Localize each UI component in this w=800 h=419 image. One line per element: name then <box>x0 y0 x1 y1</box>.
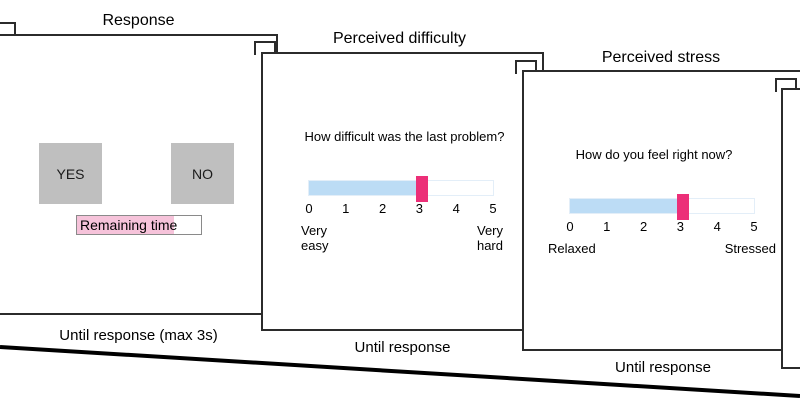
panel-connector-notch-0 <box>0 22 16 36</box>
difficulty-tick-4: 4 <box>452 201 460 216</box>
difficulty-tick-2: 2 <box>378 201 387 216</box>
panel-caption-perceived-difficulty: Until response <box>354 339 451 356</box>
stress-tick-5: 5 <box>750 219 758 234</box>
difficulty-slider-track[interactable] <box>308 176 494 202</box>
difficulty-question: How difficult was the last problem? <box>304 129 505 144</box>
stress-slider-track[interactable] <box>569 194 755 220</box>
difficulty-anchor-high: Very hard <box>476 223 503 253</box>
choice-button-no[interactable]: NO <box>171 143 234 204</box>
stress-tick-row: 0 1 2 3 4 5 <box>563 220 761 233</box>
stress-slider-thumb[interactable] <box>676 194 689 220</box>
panel-perceived-difficulty: How difficult was the last problem? 0 1 … <box>261 52 544 331</box>
panel-caption-perceived-stress: Until response <box>615 359 711 376</box>
panel-title-response: Response <box>102 12 175 29</box>
remaining-time-label: Remaining time <box>80 217 178 233</box>
difficulty-tick-1: 1 <box>342 201 350 216</box>
difficulty-tick-5: 5 <box>489 201 497 216</box>
stress-tick-2: 2 <box>639 219 648 234</box>
panel-response: YES NO Remaining time <box>0 34 278 315</box>
stress-tick-1: 1 <box>603 219 611 234</box>
stress-tick-4: 4 <box>713 219 721 234</box>
stress-anchor-high: Stressed <box>724 241 776 256</box>
panel-next-trial-cropped <box>781 88 800 369</box>
choice-button-yes[interactable]: YES <box>39 143 102 204</box>
stress-slider-fill <box>570 199 681 213</box>
stress-tick-0: 0 <box>566 219 574 234</box>
panel-perceived-stress: How do you feel right now? 0 1 2 3 4 5 R… <box>522 70 800 351</box>
difficulty-tick-row: 0 1 2 3 4 5 <box>302 202 500 215</box>
difficulty-slider-thumb[interactable] <box>415 176 428 202</box>
difficulty-tick-0: 0 <box>305 201 313 216</box>
stress-anchor-low: Relaxed <box>548 241 596 256</box>
panel-title-perceived-stress: Perceived stress <box>601 49 721 66</box>
remaining-time-fill <box>77 216 174 234</box>
panel-caption-response: Until response (max 3s) <box>59 327 218 344</box>
difficulty-slider-fill <box>309 181 420 195</box>
difficulty-tick-3: 3 <box>415 201 423 216</box>
panel-connector-notch-1 <box>254 41 276 55</box>
stress-tick-3: 3 <box>676 219 684 234</box>
stress-question: How do you feel right now? <box>575 147 733 162</box>
panel-title-perceived-difficulty: Perceived difficulty <box>332 30 467 47</box>
remaining-time-bar: Remaining time <box>76 215 202 235</box>
difficulty-anchor-low: Very easy <box>301 223 329 253</box>
